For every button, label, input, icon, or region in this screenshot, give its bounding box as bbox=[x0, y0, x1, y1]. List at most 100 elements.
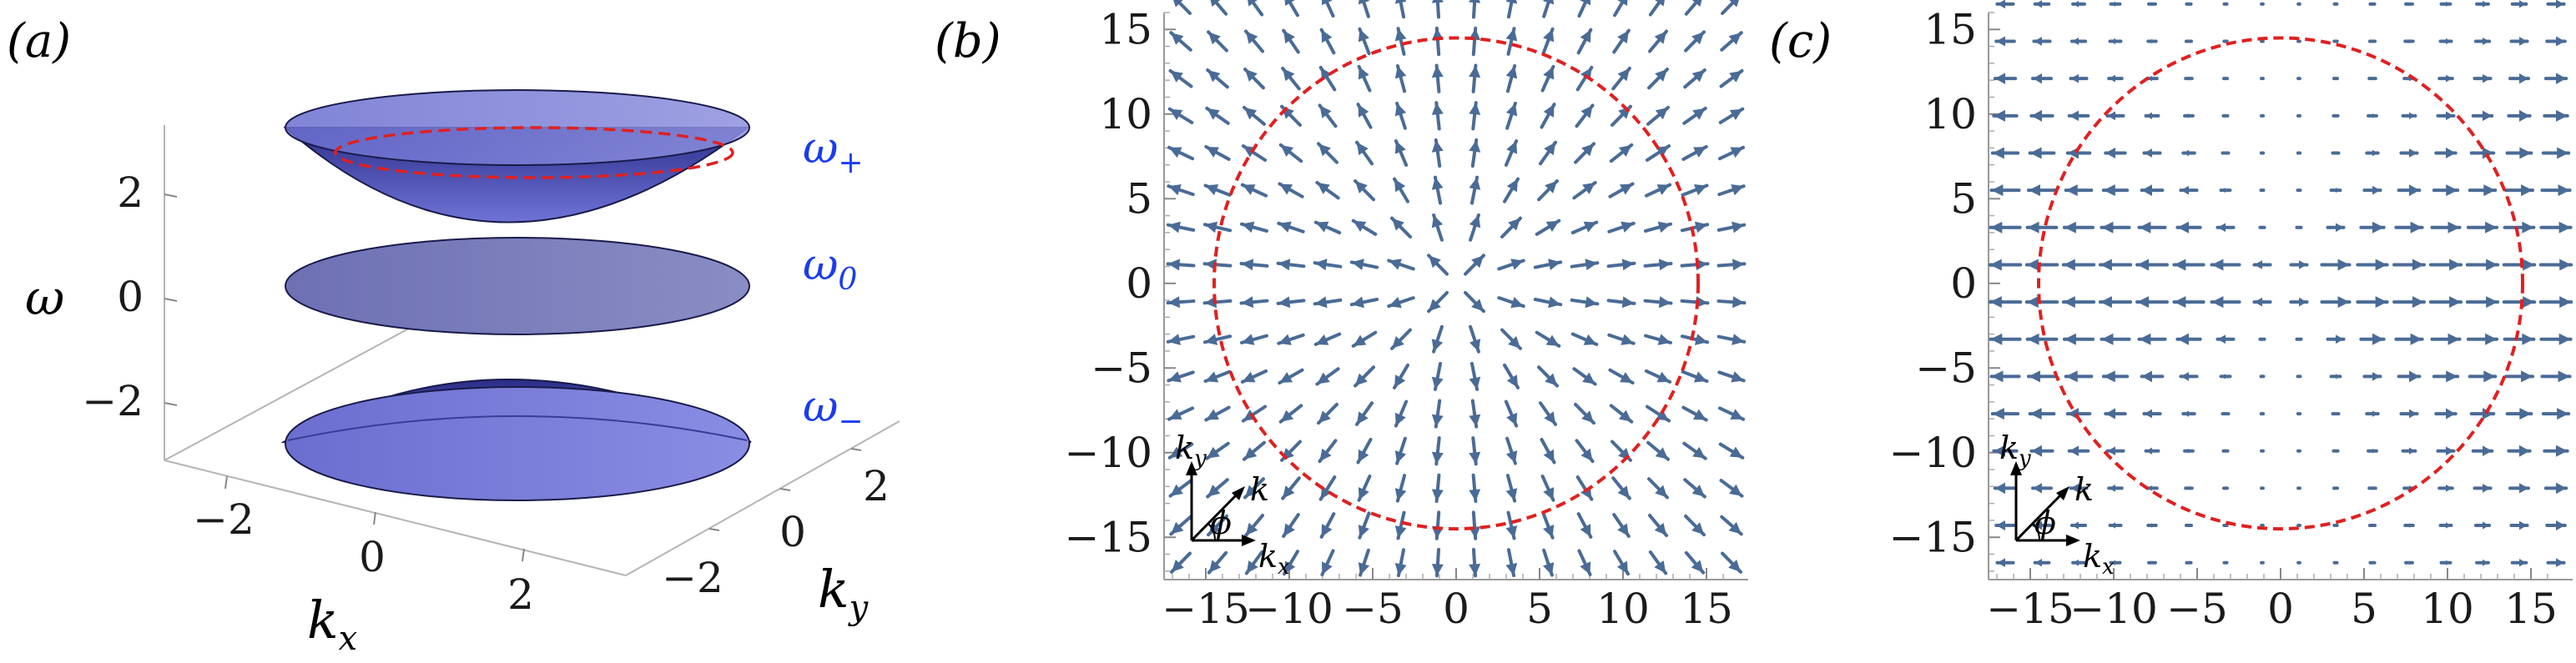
field-arrow bbox=[1608, 182, 1635, 198]
field-arrow bbox=[2404, 2, 2414, 7]
field-arrow bbox=[1505, 474, 1518, 503]
x-tick-label: 10 bbox=[2421, 585, 2474, 633]
field-arrow bbox=[1313, 259, 1343, 271]
field-arrow bbox=[2356, 259, 2389, 271]
field-arrow bbox=[1505, 27, 1518, 56]
field-arrow bbox=[2184, 39, 2194, 43]
field-arrow bbox=[1612, 513, 1631, 538]
field-arrow bbox=[2069, 484, 2089, 493]
y-tick-label: 5 bbox=[1950, 174, 1977, 223]
field-arrow bbox=[2539, 333, 2573, 345]
field-arrow bbox=[2185, 560, 2193, 565]
field-arrow bbox=[1994, 36, 2016, 47]
field-arrow bbox=[2543, 445, 2569, 457]
field-arrow bbox=[2222, 39, 2229, 43]
field-arrow bbox=[1503, 177, 1520, 203]
panel-label-c: (c) bbox=[1769, 14, 1832, 68]
field-arrow bbox=[1645, 404, 1671, 423]
field-arrow bbox=[1644, 183, 1672, 198]
field-arrow bbox=[2541, 408, 2571, 420]
field-arrow bbox=[2146, 523, 2158, 528]
field-arrow bbox=[1313, 332, 1342, 346]
field-arrow bbox=[1284, 0, 1299, 18]
field-arrow bbox=[1357, 475, 1372, 502]
field-arrow bbox=[2362, 372, 2382, 381]
field-arrow bbox=[2221, 486, 2230, 490]
field-arrow bbox=[1721, 551, 1742, 574]
field-arrow bbox=[1469, 175, 1481, 205]
field-arrow bbox=[1358, 548, 1370, 577]
field-arrow bbox=[1313, 220, 1342, 234]
field-arrow bbox=[1166, 221, 1196, 234]
x-tick-label: 0 bbox=[2267, 585, 2294, 633]
field-arrow bbox=[2465, 296, 2500, 309]
y-tick-label: 15 bbox=[1923, 5, 1977, 53]
field-arrow bbox=[1989, 370, 2021, 383]
field-arrow bbox=[1469, 473, 1481, 504]
field-arrow bbox=[1720, 515, 1743, 536]
field-arrow bbox=[1537, 179, 1559, 202]
field-arrow bbox=[1240, 183, 1268, 198]
field-arrow bbox=[1354, 179, 1375, 202]
x-tick-label: −5 bbox=[2166, 585, 2228, 633]
inset-b: ky k ϕ kx bbox=[1175, 429, 1290, 580]
surface-omega-zero bbox=[285, 237, 750, 335]
field-arrow bbox=[2031, 73, 2053, 84]
field-arrow bbox=[1394, 139, 1409, 167]
field-arrow bbox=[2179, 372, 2199, 381]
field-arrow bbox=[1276, 296, 1306, 309]
field-arrow bbox=[2546, 0, 2566, 9]
field-arrow bbox=[1540, 437, 1556, 465]
field-arrow bbox=[1243, 514, 1265, 538]
field-arrow bbox=[1431, 138, 1444, 168]
x-axis-label: kx bbox=[307, 590, 357, 658]
field-arrow bbox=[2505, 408, 2533, 420]
field-arrow bbox=[2071, 559, 2086, 566]
field-arrow bbox=[1394, 63, 1407, 93]
y-tick-label: −5 bbox=[1091, 344, 1152, 392]
field-arrow bbox=[2403, 38, 2415, 44]
field-arrow bbox=[1354, 140, 1374, 166]
field-arrow bbox=[1321, 0, 1335, 18]
field-arrow bbox=[2538, 259, 2573, 271]
field-arrow bbox=[1535, 218, 1561, 236]
field-arrow bbox=[1648, 550, 1668, 575]
field-arrow bbox=[1469, 324, 1481, 354]
field-arrow bbox=[1210, 0, 1228, 16]
field-arrow bbox=[2466, 333, 2499, 345]
field-arrow bbox=[2502, 296, 2537, 309]
field-arrow bbox=[1684, 550, 1706, 575]
panel-label-b: (b) bbox=[935, 14, 1001, 68]
field-arrow bbox=[2466, 221, 2499, 234]
field-arrow bbox=[1992, 109, 2019, 122]
field-arrow bbox=[1317, 402, 1338, 425]
field-arrow bbox=[1989, 184, 2021, 197]
field-arrow bbox=[2359, 333, 2386, 345]
field-arrow bbox=[2436, 111, 2456, 121]
field-arrow bbox=[2543, 482, 2568, 495]
field-arrow bbox=[1206, 68, 1229, 89]
field-arrow bbox=[1988, 296, 2023, 309]
field-arrow bbox=[1202, 259, 1233, 271]
field-arrow bbox=[2331, 412, 2341, 416]
field-arrow bbox=[1387, 259, 1415, 271]
field-arrow bbox=[2296, 188, 2302, 193]
x-tick-label: 5 bbox=[2351, 585, 2377, 633]
field-arrow bbox=[2146, 38, 2158, 44]
field-arrow bbox=[2329, 374, 2342, 379]
field-arrow bbox=[2107, 485, 2124, 492]
field-arrow bbox=[1464, 254, 1485, 276]
field-arrow bbox=[2101, 370, 2130, 383]
field-arrow bbox=[1167, 145, 1195, 161]
y-tick-label: 0 bbox=[779, 508, 806, 556]
field-arrow bbox=[2210, 296, 2241, 309]
y-tick-label: −10 bbox=[1888, 429, 1977, 477]
field-arrow bbox=[1243, 68, 1265, 90]
field-arrow bbox=[1203, 183, 1232, 197]
field-arrow bbox=[1167, 370, 1195, 383]
field-arrow bbox=[1168, 479, 1193, 498]
field-arrow bbox=[1993, 482, 2018, 495]
field-arrow bbox=[2473, 73, 2493, 83]
